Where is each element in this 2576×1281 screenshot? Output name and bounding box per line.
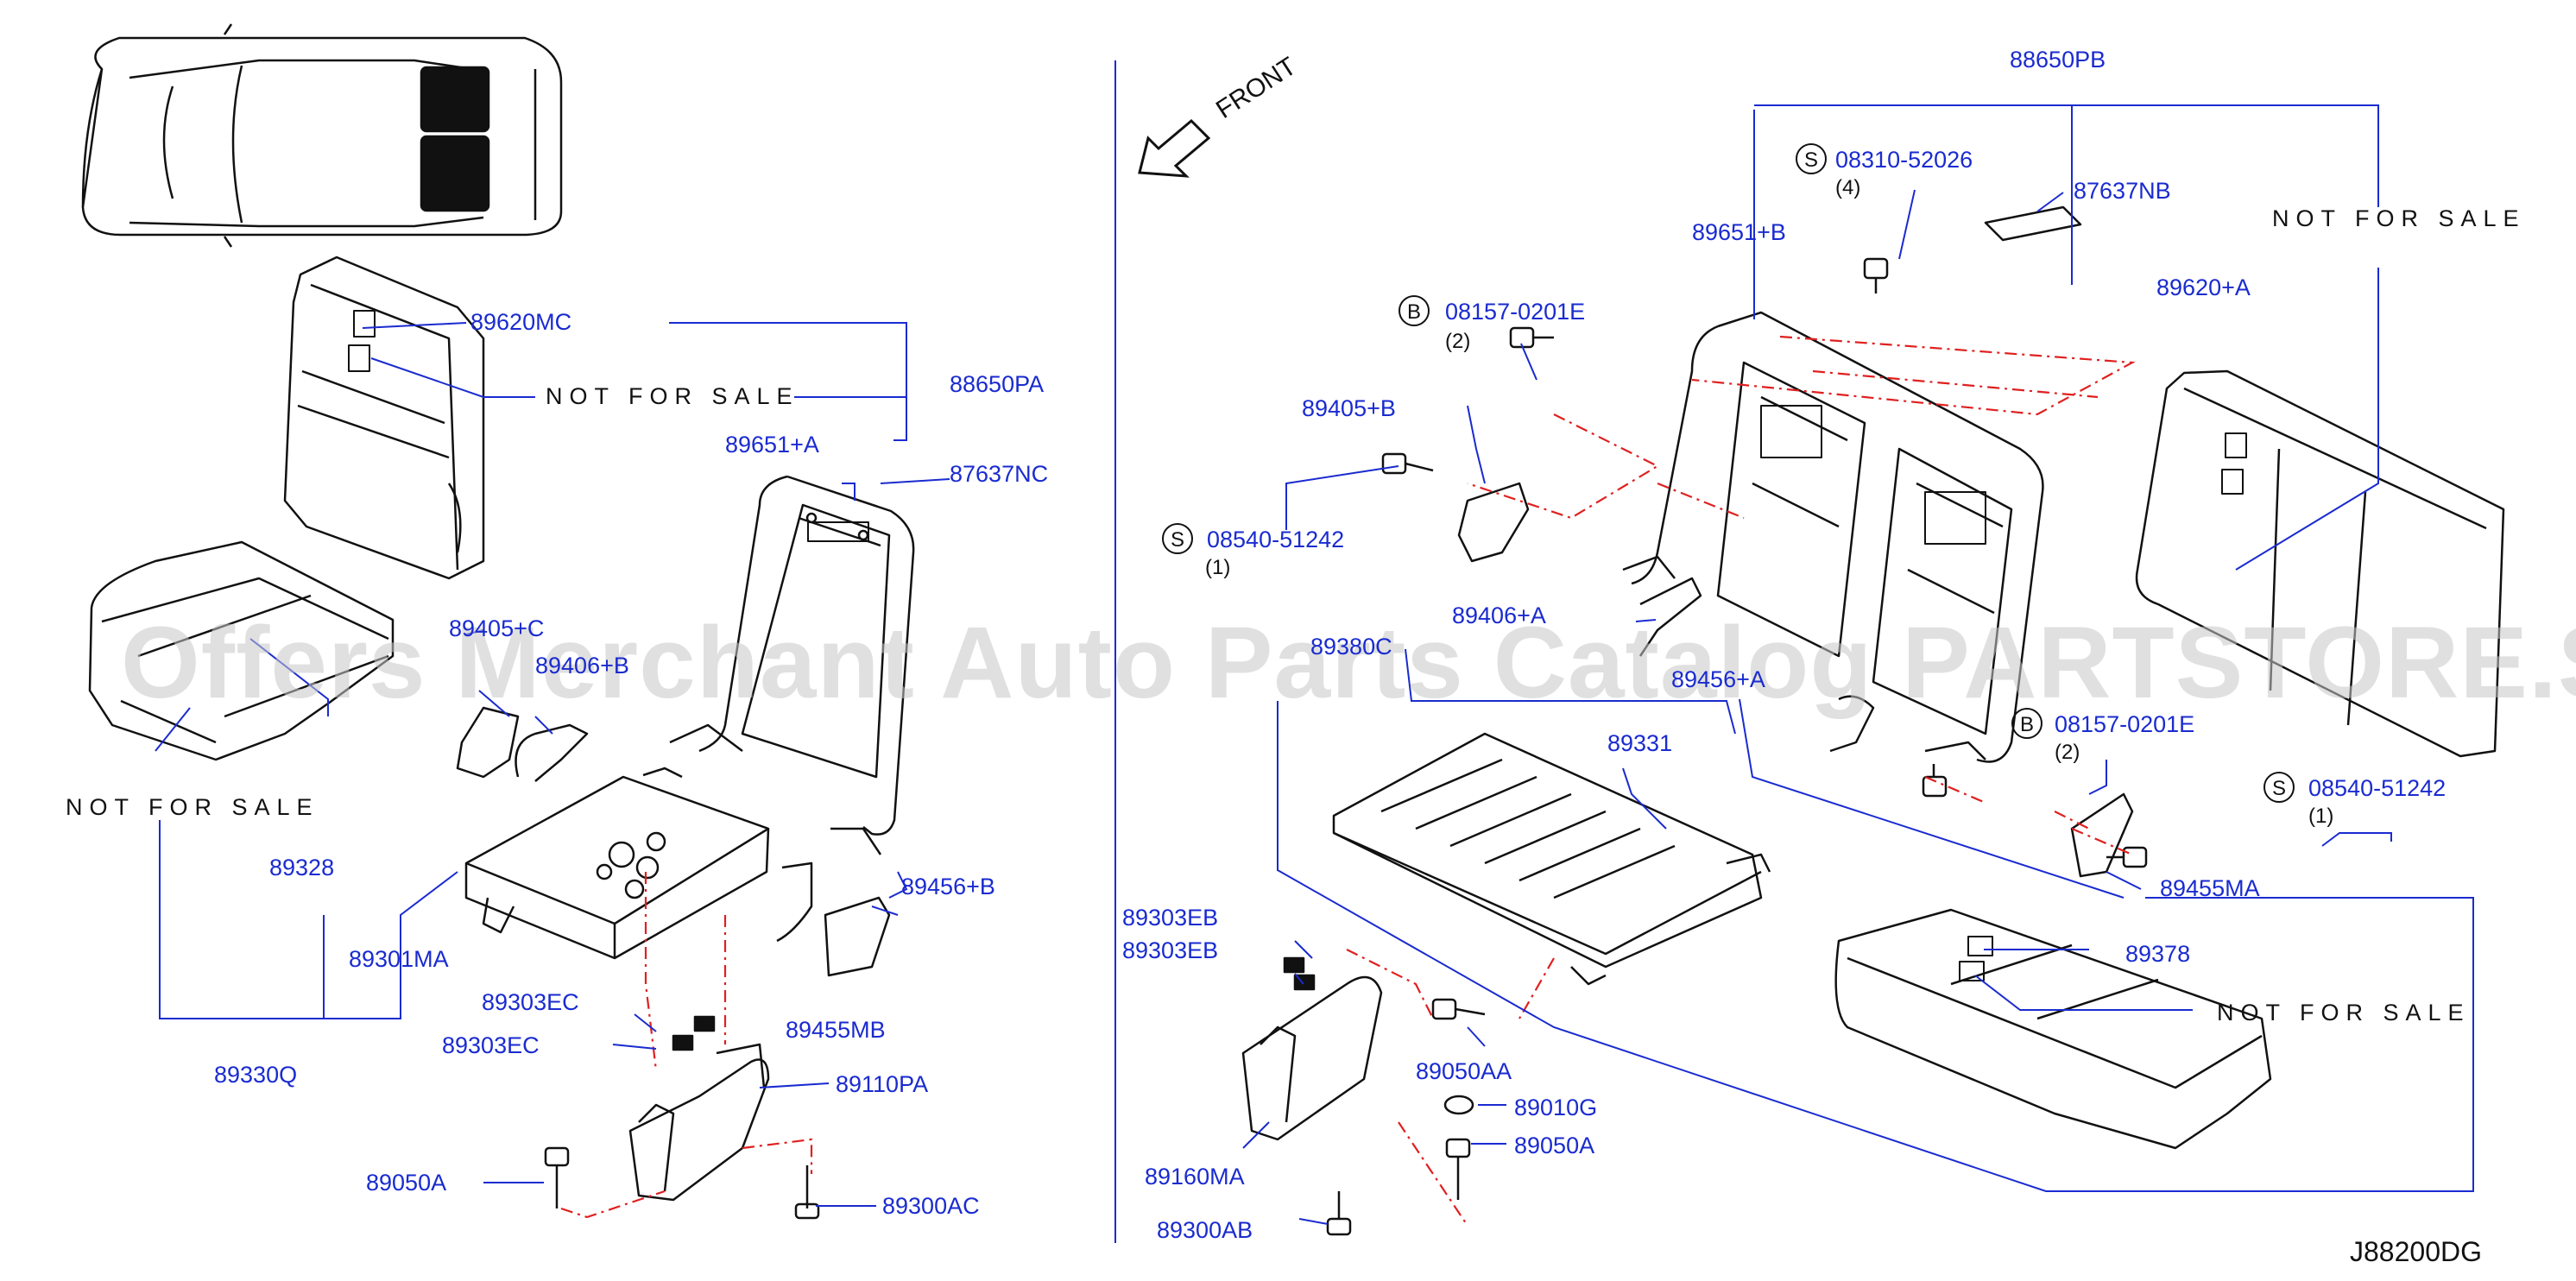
front-arrow-icon xyxy=(1138,118,1211,178)
part-label-89330q[interactable]: 89330Q xyxy=(214,1062,298,1088)
left-bracket-89406 xyxy=(515,723,589,782)
screw-symbol-s: S xyxy=(2263,772,2295,803)
left-cover-89455 xyxy=(824,896,891,977)
part-label-89455mb[interactable]: 89455MB xyxy=(786,1017,886,1043)
screw-symbol-s: S xyxy=(1796,143,1827,174)
part-label-89456b[interactable]: 89456+B xyxy=(901,874,995,899)
part-label-89301ma[interactable]: 89301MA xyxy=(349,946,449,972)
left-lower-frame xyxy=(628,1015,770,1202)
car-topview-icon xyxy=(81,23,563,248)
left-bolt-89300ac xyxy=(794,1165,820,1220)
part-label-89620a[interactable]: 89620+A xyxy=(2156,274,2251,300)
part-label-89406a[interactable]: 89406+A xyxy=(1452,603,1546,628)
part-label-89050aa[interactable]: 89050AA xyxy=(1416,1058,1512,1084)
part-label-08540-51242[interactable]: 08540-51242 xyxy=(2308,775,2447,801)
right-handle-87637 xyxy=(1984,205,2082,242)
left-seat-cushion xyxy=(88,540,395,761)
part-label-89303eb[interactable]: 89303EB xyxy=(1122,905,1219,931)
left-seatback-cushion xyxy=(283,256,485,580)
part-label-89378[interactable]: 89378 xyxy=(2125,941,2191,967)
right-bolts xyxy=(1326,257,2148,1236)
part-label-89160ma[interactable]: 89160MA xyxy=(1145,1164,1245,1190)
quantity-label: (4) xyxy=(1835,176,1861,199)
part-label-89303ec[interactable]: 89303EC xyxy=(482,989,579,1015)
part-label-87637nb[interactable]: 87637NB xyxy=(2074,178,2171,204)
part-label-08157-0201e[interactable]: 08157-0201E xyxy=(2055,711,2195,737)
part-label-89405b[interactable]: 89405+B xyxy=(1302,395,1396,421)
right-cover-89455 xyxy=(2070,792,2134,878)
left-bolt-89050a xyxy=(544,1146,570,1208)
part-label-08310-52026[interactable]: 08310-52026 xyxy=(1835,147,1973,173)
part-label-89010g[interactable]: 89010G xyxy=(1514,1095,1598,1120)
bolt-symbol-b: B xyxy=(2011,708,2042,739)
part-label-88650pb[interactable]: 88650PB xyxy=(2010,47,2106,73)
part-label-89303eb[interactable]: 89303EB xyxy=(1122,937,1219,963)
left-seatback-frame xyxy=(669,475,915,855)
right-seat-pan xyxy=(1332,732,1771,986)
part-label-89303ec[interactable]: 89303EC xyxy=(442,1032,540,1058)
diagram-code: J88200DG xyxy=(2350,1236,2482,1267)
left-bracket-89405 xyxy=(456,706,520,779)
right-bracket-89456 xyxy=(1829,695,1875,753)
part-label-89050a[interactable]: 89050A xyxy=(366,1170,447,1196)
left-bracket-89456 xyxy=(776,861,813,943)
part-label-87637nc[interactable]: 87637NC xyxy=(950,461,1049,487)
not-for-sale-label: NOT FOR SALE xyxy=(2217,1000,2471,1025)
right-seat-cushion xyxy=(1834,908,2272,1150)
part-label-89380c[interactable]: 89380C xyxy=(1310,634,1392,659)
quantity-label: (1) xyxy=(1205,556,1231,579)
quantity-label: (2) xyxy=(1445,330,1471,353)
not-for-sale-label: NOT FOR SALE xyxy=(2272,205,2526,231)
not-for-sale-label: NOT FOR SALE xyxy=(546,383,799,409)
part-label-88650pa[interactable]: 88650PA xyxy=(950,371,1045,397)
part-label-89300ab[interactable]: 89300AB xyxy=(1157,1217,1253,1243)
part-label-89620mc[interactable]: 89620MC xyxy=(470,309,572,335)
right-bracket-89405 xyxy=(1457,482,1530,563)
part-label-89331[interactable]: 89331 xyxy=(1607,730,1673,756)
left-seat-pan xyxy=(464,767,770,960)
screw-symbol-s: S xyxy=(1162,523,1193,554)
right-lower-frame xyxy=(1241,956,1383,1141)
part-label-89328[interactable]: 89328 xyxy=(269,855,335,880)
quantity-label: (1) xyxy=(2308,805,2334,828)
bolt-symbol-b: B xyxy=(1398,295,1430,326)
part-label-08540-51242[interactable]: 08540-51242 xyxy=(1207,527,1345,552)
quantity-label: (2) xyxy=(2055,741,2080,764)
part-label-89456a[interactable]: 89456+A xyxy=(1671,666,1765,692)
right-seatback-cushion xyxy=(2135,369,2505,758)
part-label-89651a[interactable]: 89651+A xyxy=(725,432,819,458)
right-bracket-89406 xyxy=(1638,577,1702,657)
part-label-89300ac[interactable]: 89300AC xyxy=(882,1193,980,1219)
not-for-sale-label: NOT FOR SALE xyxy=(66,794,319,820)
part-label-89651b[interactable]: 89651+B xyxy=(1692,219,1786,245)
watermark: Offers Merchant Auto Parts Catalog PARTS… xyxy=(121,606,2576,720)
right-seatback-frame xyxy=(1622,311,2044,763)
part-label-89406b[interactable]: 89406+B xyxy=(535,653,629,678)
part-label-89455ma[interactable]: 89455MA xyxy=(2160,875,2260,901)
part-label-89110pa[interactable]: 89110PA xyxy=(836,1071,929,1097)
part-label-89405c[interactable]: 89405+C xyxy=(449,615,545,641)
part-label-89050a[interactable]: 89050A xyxy=(1514,1133,1595,1158)
part-label-08157-0201e[interactable]: 08157-0201E xyxy=(1445,299,1586,325)
